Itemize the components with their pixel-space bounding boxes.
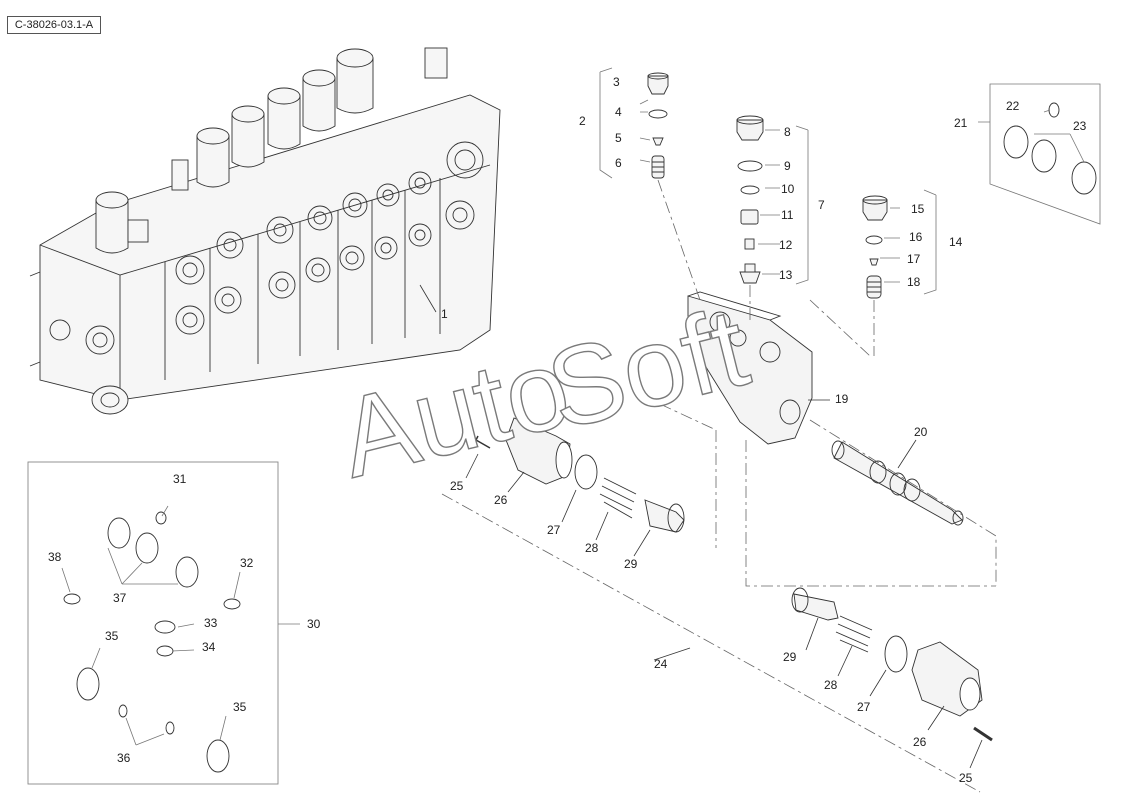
callout-29b: 29 [783,650,797,664]
callout-38: 38 [48,550,62,564]
callout-10: 10 [781,182,795,196]
callout-9: 9 [784,159,791,173]
callout-3: 3 [613,75,620,89]
callout-34: 34 [202,640,216,654]
callout-12: 12 [779,238,793,252]
callout-11: 11 [781,208,794,222]
callout-14: 14 [949,235,963,249]
callout-28b: 28 [824,678,838,692]
callout-13: 13 [779,268,793,282]
dashed-guides [441,179,997,793]
callout-27a: 27 [547,523,561,537]
leader-lines [419,284,983,769]
callout-33: 33 [204,616,218,630]
callout-4: 4 [615,105,622,119]
callout-35b: 35 [233,700,247,714]
control-valve-assembly [29,47,501,415]
callout-37: 37 [113,591,127,605]
svg-text:Soft: Soft [536,284,760,453]
callout-24: 24 [654,657,668,671]
reference-code: C-38026-03.1-A [7,16,101,34]
callout-numbers: 1 2 3 4 5 6 7 8 9 10 11 12 13 14 15 16 1… [48,75,1087,785]
callout-26a: 26 [494,493,508,507]
callout-5: 5 [615,131,622,145]
callout-31: 31 [173,472,187,486]
callout-27b: 27 [857,700,871,714]
callout-28a: 28 [585,541,599,555]
callout-2: 2 [579,114,586,128]
seal-kit-30 [27,461,279,785]
callout-36: 36 [117,751,131,765]
relief-valve-group-7 [736,115,764,284]
callout-17: 17 [907,252,921,266]
callout-20: 20 [914,425,928,439]
relief-valve-group-2 [647,72,669,179]
callout-6: 6 [615,156,622,170]
callout-26b: 26 [913,735,927,749]
callout-18: 18 [907,275,921,289]
callout-35a: 35 [105,629,119,643]
upper-end-cap-assembly [475,417,685,533]
callout-19: 19 [835,392,849,406]
callout-7: 7 [818,198,825,212]
callout-25a: 25 [450,479,464,493]
callout-30: 30 [307,617,321,631]
callout-23: 23 [1073,119,1087,133]
spool [831,440,964,526]
callout-29a: 29 [624,557,638,571]
callout-8: 8 [784,125,791,139]
callout-21: 21 [954,116,968,130]
callout-25b: 25 [959,771,973,785]
callout-32: 32 [240,556,254,570]
bracket-lines [61,67,1101,746]
relief-valve-group-14 [862,195,888,299]
callout-16: 16 [909,230,923,244]
callout-22: 22 [1006,99,1020,113]
lower-end-cap-assembly [791,587,993,742]
seal-kit-21 [1003,102,1097,195]
callout-15: 15 [911,202,925,216]
callout-1: 1 [441,307,448,321]
valve-section-body [687,291,813,445]
